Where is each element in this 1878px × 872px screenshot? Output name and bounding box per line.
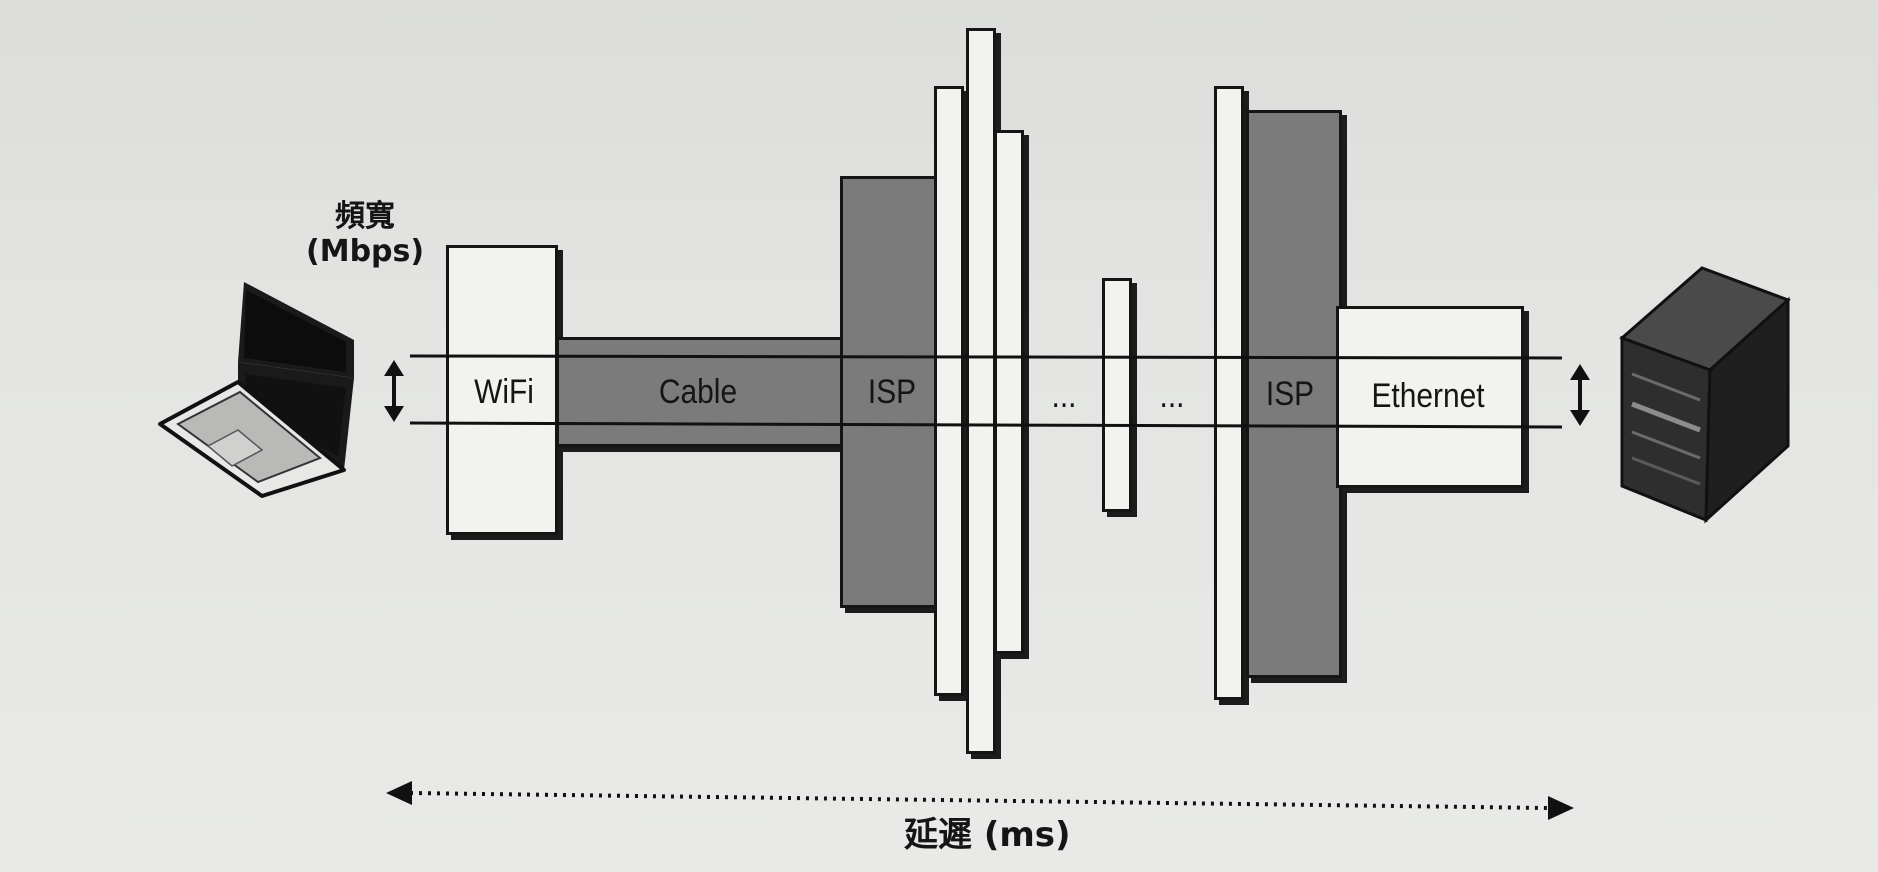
latency-axis-arrow	[386, 781, 1574, 820]
cable-label: Cable	[658, 373, 738, 411]
bandwidth-arrow-left	[384, 360, 404, 422]
server-tower-icon	[1619, 266, 1791, 524]
bandwidth-title-line1: 頻寬	[335, 199, 396, 234]
hop-bar-5	[1214, 86, 1244, 700]
isp-right-label: ISP	[1265, 375, 1315, 413]
laptop-icon	[158, 282, 354, 498]
hop-bar-3	[994, 130, 1024, 654]
wifi-label: WiFi	[474, 373, 534, 411]
latency-axis-title: 延遲 (ms)	[904, 815, 1071, 855]
isp-left-label: ISP	[867, 373, 917, 411]
bandwidth-title-line2: (Mbps)	[306, 233, 425, 269]
bandwidth-line-top	[409, 354, 1563, 360]
bandwidth-line-bottom	[409, 421, 1563, 429]
wifi-segment	[446, 245, 558, 535]
isp-right-segment	[1246, 110, 1342, 678]
bandwidth-arrow-right	[1570, 364, 1590, 426]
hop-dots-label-2: ...	[1159, 377, 1185, 415]
ethernet-label: Ethernet	[1371, 377, 1485, 415]
isp-left-segment	[840, 176, 940, 608]
hop-bar-4	[1102, 278, 1132, 512]
hop-dots-label-1: ...	[1051, 377, 1077, 415]
ethernet-segment	[1336, 306, 1524, 488]
hop-bar-1	[934, 86, 964, 696]
bandwidth-axis-title: 頻寬 (Mbps)	[306, 199, 425, 269]
